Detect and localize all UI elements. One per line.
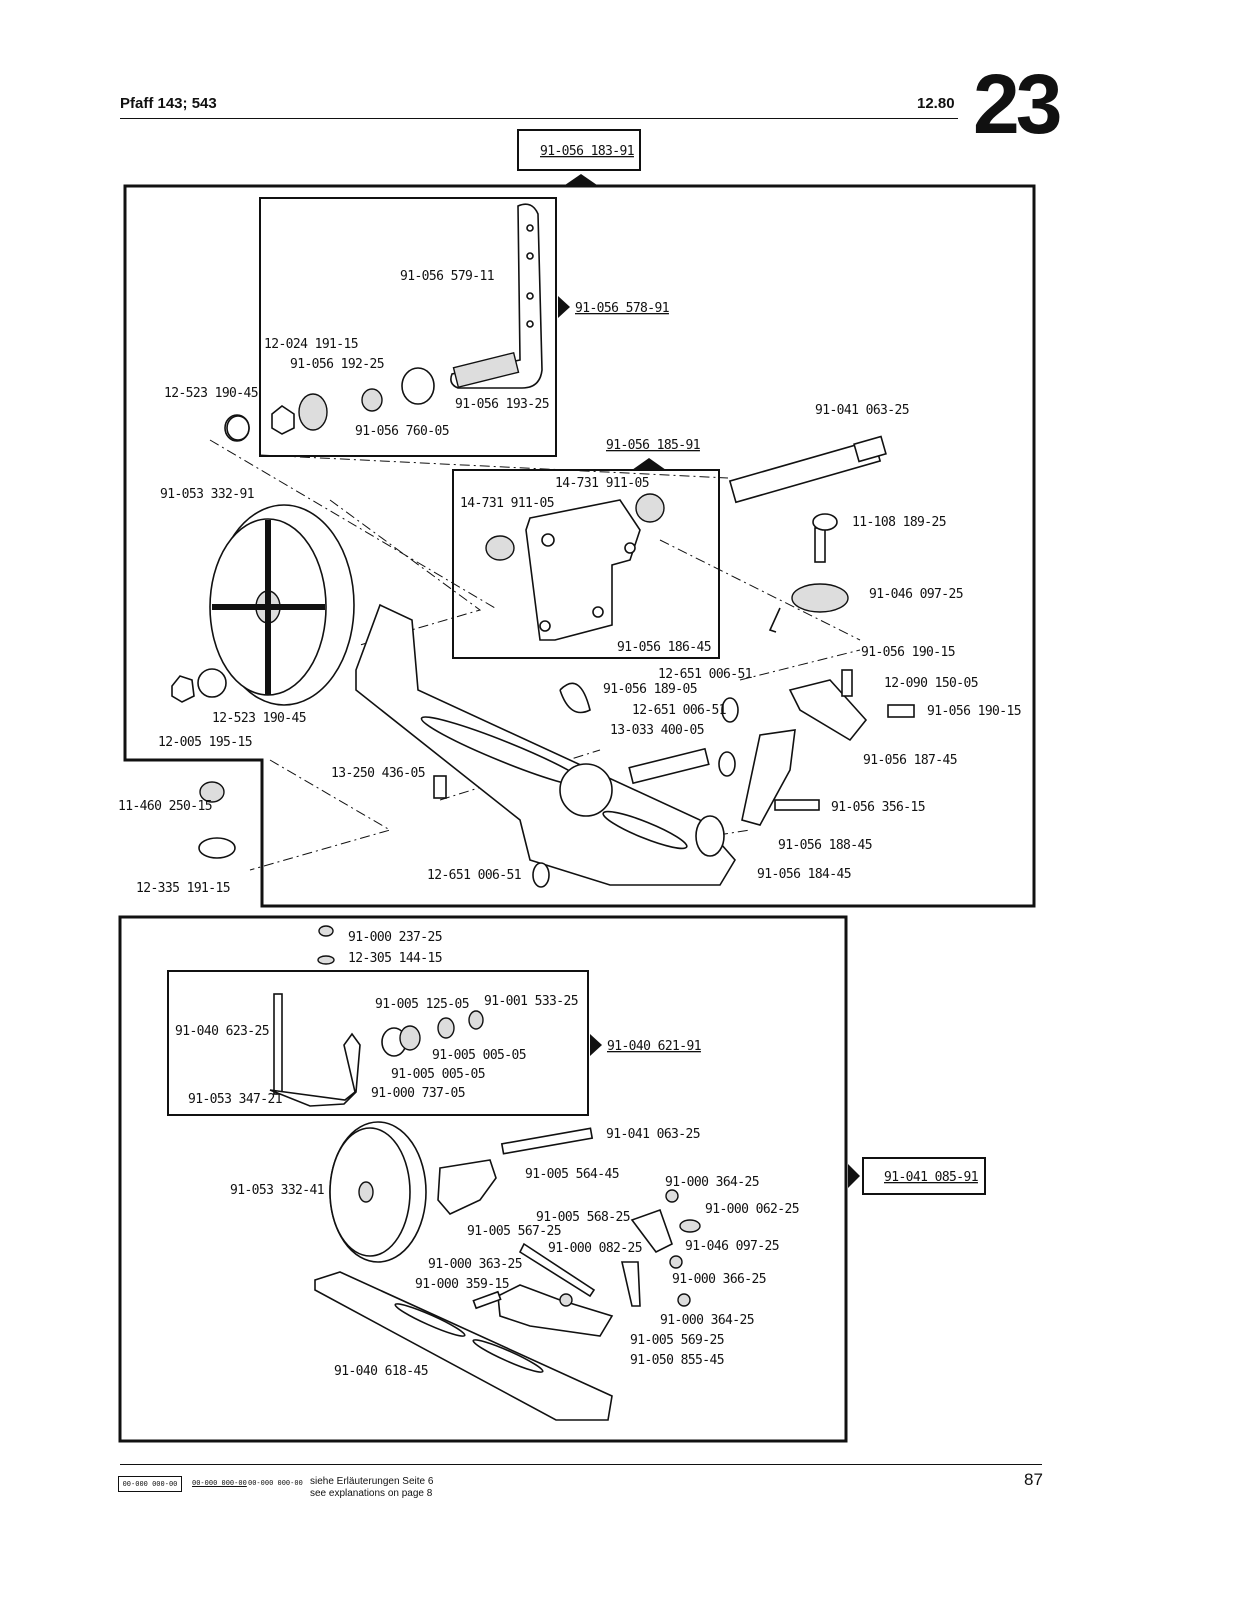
label: 12-335 191-15 bbox=[136, 881, 230, 896]
bracket-inset-ref: 91-056 185-91 bbox=[606, 438, 700, 453]
label: 91-000 364-25 bbox=[660, 1313, 754, 1328]
bottom-assembly-arrow bbox=[848, 1164, 860, 1188]
top-main-parts bbox=[171, 415, 915, 888]
label: 91-056 190-15 bbox=[861, 645, 955, 660]
label: 91-053 332-41 bbox=[230, 1183, 324, 1198]
label: 91-005 125-05 bbox=[375, 997, 469, 1012]
arm-inset-ref: 91-056 578-91 bbox=[575, 301, 669, 316]
bracket-inset-frame bbox=[452, 469, 720, 659]
label: 91-056 579-11 bbox=[400, 269, 494, 284]
label: 14-731 911-05 bbox=[460, 496, 554, 511]
label: 12-090 150-05 bbox=[884, 676, 978, 691]
label: 91-041 063-25 bbox=[815, 403, 909, 418]
label: 91-053 347-21 bbox=[188, 1092, 282, 1107]
arm-inset-frame bbox=[259, 197, 557, 457]
label: 91-056 356-15 bbox=[831, 800, 925, 815]
label: 14-731 911-05 bbox=[555, 476, 649, 491]
label: 91-056 186-45 bbox=[617, 640, 711, 655]
page-number: 87 bbox=[1024, 1470, 1043, 1489]
label: 11-460 250-15 bbox=[118, 799, 212, 814]
label: 91-056 187-45 bbox=[863, 753, 957, 768]
bottom-callout-labels: 91-000 237-25 12-305 144-15 91-005 125-0… bbox=[175, 930, 800, 1379]
label: 91-000 082-25 bbox=[548, 1241, 642, 1256]
label: 91-041 063-25 bbox=[606, 1127, 700, 1142]
label: 91-005 005-05 bbox=[391, 1067, 485, 1082]
label: 91-056 192-25 bbox=[290, 357, 384, 372]
edition-date: 12.80 bbox=[917, 95, 955, 112]
label: 12-651 006-51 bbox=[427, 868, 521, 883]
top-callout-labels: 91-056 579-11 12-024 191-15 91-056 192-2… bbox=[118, 269, 1022, 896]
label: 12-651 006-51 bbox=[658, 667, 752, 682]
label: 91-040 618-45 bbox=[334, 1364, 428, 1379]
label: 12-651 006-51 bbox=[632, 703, 726, 718]
label: 91-005 005-05 bbox=[432, 1048, 526, 1063]
label: 91-001 533-25 bbox=[484, 994, 578, 1009]
label: 91-000 359-15 bbox=[415, 1277, 509, 1292]
bracket-inset-arrow bbox=[632, 458, 666, 470]
label: 12-305 144-15 bbox=[348, 951, 442, 966]
machine-model-title: Pfaff 143; 543 bbox=[120, 95, 217, 112]
label: 91-000 366-25 bbox=[672, 1272, 766, 1287]
bracket-inset-parts bbox=[485, 435, 887, 641]
label: 91-056 190-15 bbox=[927, 704, 1021, 719]
top-section-frame bbox=[123, 184, 1036, 908]
label: 91-005 564-45 bbox=[525, 1167, 619, 1182]
label: 91-056 184-45 bbox=[757, 867, 851, 882]
top-pointer-arrow bbox=[565, 174, 597, 185]
bottom-section-frame bbox=[118, 915, 848, 1443]
label: 91-005 569-25 bbox=[630, 1333, 724, 1348]
label: 11-108 189-25 bbox=[852, 515, 946, 530]
label: 91-005 568-25 bbox=[536, 1210, 630, 1225]
label: 13-033 400-05 bbox=[610, 723, 704, 738]
label: 13-250 436-05 bbox=[331, 766, 425, 781]
label: 12-005 195-15 bbox=[158, 735, 252, 750]
legend-code-plain: 00-000 000-00 bbox=[248, 1479, 303, 1487]
bottom-inset-ref: 91-040 621-91 bbox=[607, 1039, 701, 1054]
label: 91-046 097-25 bbox=[869, 587, 963, 602]
label: 91-000 364-25 bbox=[665, 1175, 759, 1190]
footer-note-english: see explanations on page 8 bbox=[310, 1488, 433, 1499]
label: 91-056 189-05 bbox=[603, 682, 697, 697]
label: 91-056 760-05 bbox=[355, 424, 449, 439]
label: 91-000 737-05 bbox=[371, 1086, 465, 1101]
top-assembly-box bbox=[517, 129, 641, 171]
label: 91-046 097-25 bbox=[685, 1239, 779, 1254]
top-assembly-ref: 91-056 183-91 bbox=[540, 144, 634, 159]
label: 91-040 623-25 bbox=[175, 1024, 269, 1039]
legend-code-underlined: 00-000 000-00 bbox=[192, 1479, 247, 1487]
label: 91-050 855-45 bbox=[630, 1353, 724, 1368]
label: 12-523 190-45 bbox=[212, 711, 306, 726]
label: 91-000 363-25 bbox=[428, 1257, 522, 1272]
arm-inset-arrow bbox=[558, 296, 570, 318]
footer-note-german: siehe Erläuterungen Seite 6 bbox=[310, 1476, 434, 1487]
footer-rule bbox=[120, 1464, 1042, 1465]
bottom-assembly-box bbox=[862, 1157, 986, 1195]
bottom-inset-frame bbox=[167, 970, 589, 1116]
legend-assembly-box: 00-000 000-00 bbox=[118, 1476, 182, 1492]
label: 91-000 237-25 bbox=[348, 930, 442, 945]
label: 12-024 191-15 bbox=[264, 337, 358, 352]
label: 91-000 062-25 bbox=[705, 1202, 799, 1217]
bottom-assembly-ref: 91-041 085-91 bbox=[884, 1170, 978, 1185]
label: 91-005 567-25 bbox=[467, 1224, 561, 1239]
section-number: 23 bbox=[973, 57, 1062, 151]
header-rule bbox=[120, 118, 958, 119]
label: 12-523 190-45 bbox=[164, 386, 258, 401]
bottom-inset-arrow bbox=[590, 1034, 602, 1056]
label: 91-053 332-91 bbox=[160, 487, 254, 502]
label: 91-056 188-45 bbox=[778, 838, 872, 853]
label: 91-056 193-25 bbox=[455, 397, 549, 412]
bottom-main-parts bbox=[269, 925, 701, 1421]
